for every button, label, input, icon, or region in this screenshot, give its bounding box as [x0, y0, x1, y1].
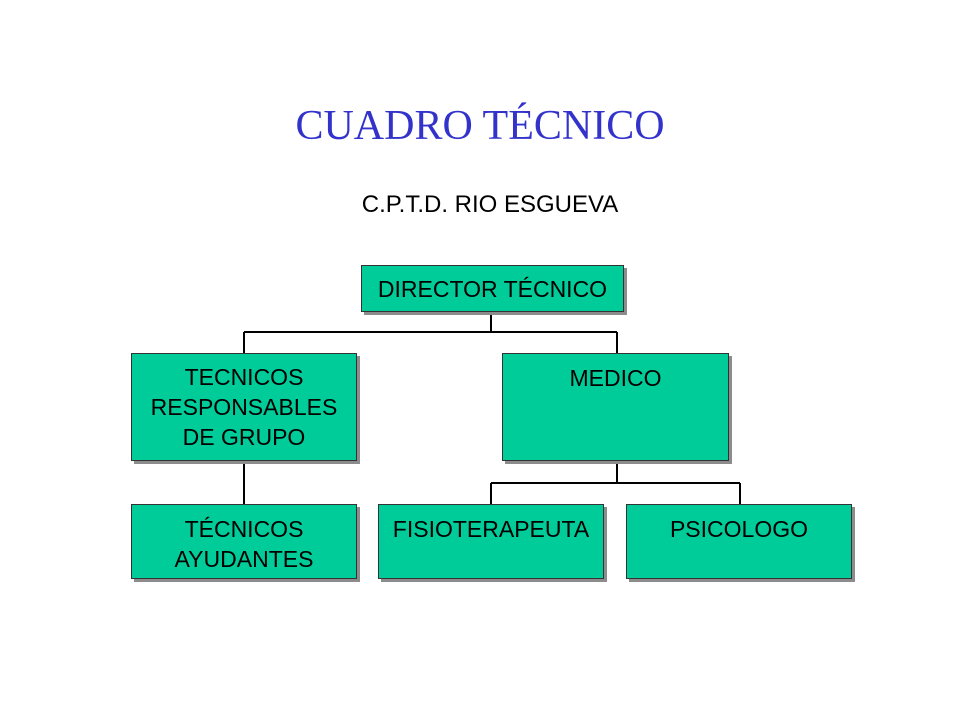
club-name: C.P.T.D. RIO ESGUEVA — [361, 191, 619, 218]
node-tecnicos-responsables-label: TECNICOS RESPONSABLES DE GRUPO — [150, 364, 338, 450]
node-tecnicos-ayudantes: TÉCNICOS AYUDANTES — [131, 504, 357, 579]
node-fisioterapeuta-label: FISIOTERAPEUTA — [392, 516, 590, 542]
node-fisioterapeuta: FISIOTERAPEUTA — [378, 504, 604, 579]
node-tecnicos-ayudantes-label: TÉCNICOS AYUDANTES — [174, 516, 314, 572]
node-tecnicos-responsables: TECNICOS RESPONSABLES DE GRUPO — [131, 353, 357, 461]
slide-title: CUADRO TÉCNICO — [295, 103, 665, 149]
node-medico: MEDICO — [502, 353, 729, 461]
node-medico-label: MEDICO — [569, 365, 662, 391]
node-director-tecnico: DIRECTOR TÉCNICO — [361, 265, 624, 312]
node-psicologo-label: PSICOLOGO — [669, 516, 809, 542]
node-director-tecnico-label: DIRECTOR TÉCNICO — [377, 275, 608, 302]
node-psicologo: PSICOLOGO — [626, 504, 852, 579]
